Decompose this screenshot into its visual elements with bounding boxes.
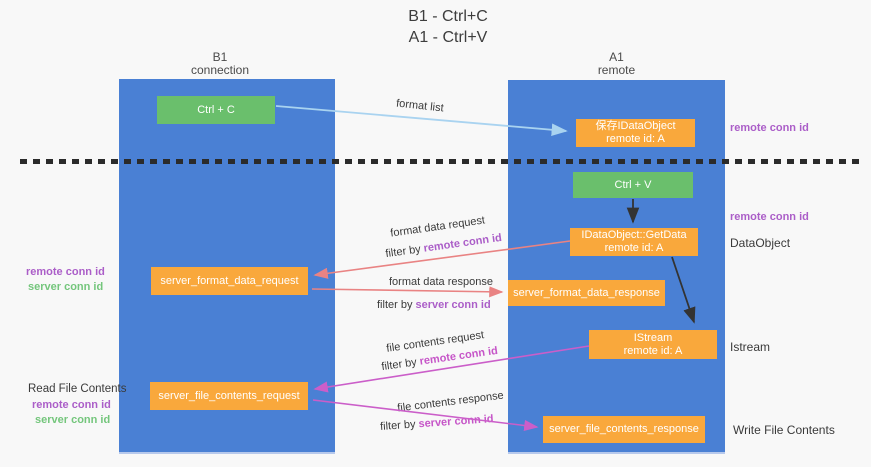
node-ctrl-c-label: Ctrl + C [197,103,235,116]
node-ctrl-c: Ctrl + C [157,96,275,124]
server-conn-id-highlight: server conn id [418,413,494,431]
filter-by-text: filter by [380,356,418,374]
right-column-role: remote [597,63,636,77]
right-dataobject-label: DataObject [730,236,791,250]
left-server-conn-id-top: server conn id [28,281,104,293]
node-istream-line1: IStream [633,331,673,344]
node-ctrl-v-label: Ctrl + V [614,178,652,191]
node-server-file-contents-response-label: server_file_contents_response [549,423,699,435]
node-server-format-data-request: server_format_data_request [151,267,308,295]
copy-paste-separator-line [20,159,865,164]
right-remote-conn-id-mid: remote conn id [730,211,809,223]
node-server-format-data-response: server_format_data_response [508,280,665,306]
right-column-name: A1 [609,50,624,64]
remote-conn-id-highlight: remote conn id [422,231,503,255]
node-idataobject-getdata-line2: remote id: A [604,242,664,254]
node-server-file-contents-request-label: server_file_contents_request [158,389,300,402]
node-idataobject-getdata-line1: IDataObject::GetData [581,229,687,241]
filter-by-text: filter by [379,418,416,433]
left-remote-conn-id-top: remote conn id [26,266,105,278]
node-server-file-contents-request: server_file_contents_request [150,382,308,410]
title-line-1: B1 - Ctrl+C [408,8,488,25]
right-istream-label: Istream [730,340,771,354]
title-line-2: A1 - Ctrl+V [408,29,488,46]
right-remote-conn-id-top: remote conn id [730,122,809,134]
node-ctrl-v: Ctrl + V [573,172,693,198]
filter-by-text: filter by [384,243,422,261]
filter-by-text: filter by [377,299,413,311]
left-server-conn-id-bottom: server conn id [35,414,111,426]
node-istream-line2: remote id: A [623,344,683,357]
node-save-dataobject: 保存IDataObject remote id: A [576,119,695,147]
edge-label-format-list: format list [395,97,445,115]
node-server-format-data-response-label: server_format_data_response [513,286,660,299]
arrow-format-data-response [311,286,504,298]
left-column-header: B1 connection [112,51,328,77]
right-column-header: A1 remote [508,51,725,77]
node-server-format-data-request-label: server_format_data_request [160,274,299,287]
node-istream: IStream remote id: A [589,330,717,359]
left-read-file-contents-label: Read File Contents [28,383,127,395]
diagram-title: B1 - Ctrl+C A1 - Ctrl+V [288,6,608,48]
left-column-role: connection [190,63,250,77]
edge-label-file-contents-response: file contents response [396,389,505,415]
left-remote-conn-id-bottom: remote conn id [32,399,111,411]
right-write-file-contents-label: Write File Contents [733,423,835,437]
server-conn-id-highlight: server conn id [415,299,491,311]
node-save-dataobject-line2: remote id: A [606,133,665,145]
node-save-dataobject-line1: 保存IDataObject [595,120,676,132]
edge-label-format-data-response: format data response [389,276,493,288]
node-server-file-contents-response: server_file_contents_response [543,416,705,443]
node-idataobject-getdata: IDataObject::GetData remote id: A [570,228,698,256]
left-column-name: B1 [212,50,228,64]
